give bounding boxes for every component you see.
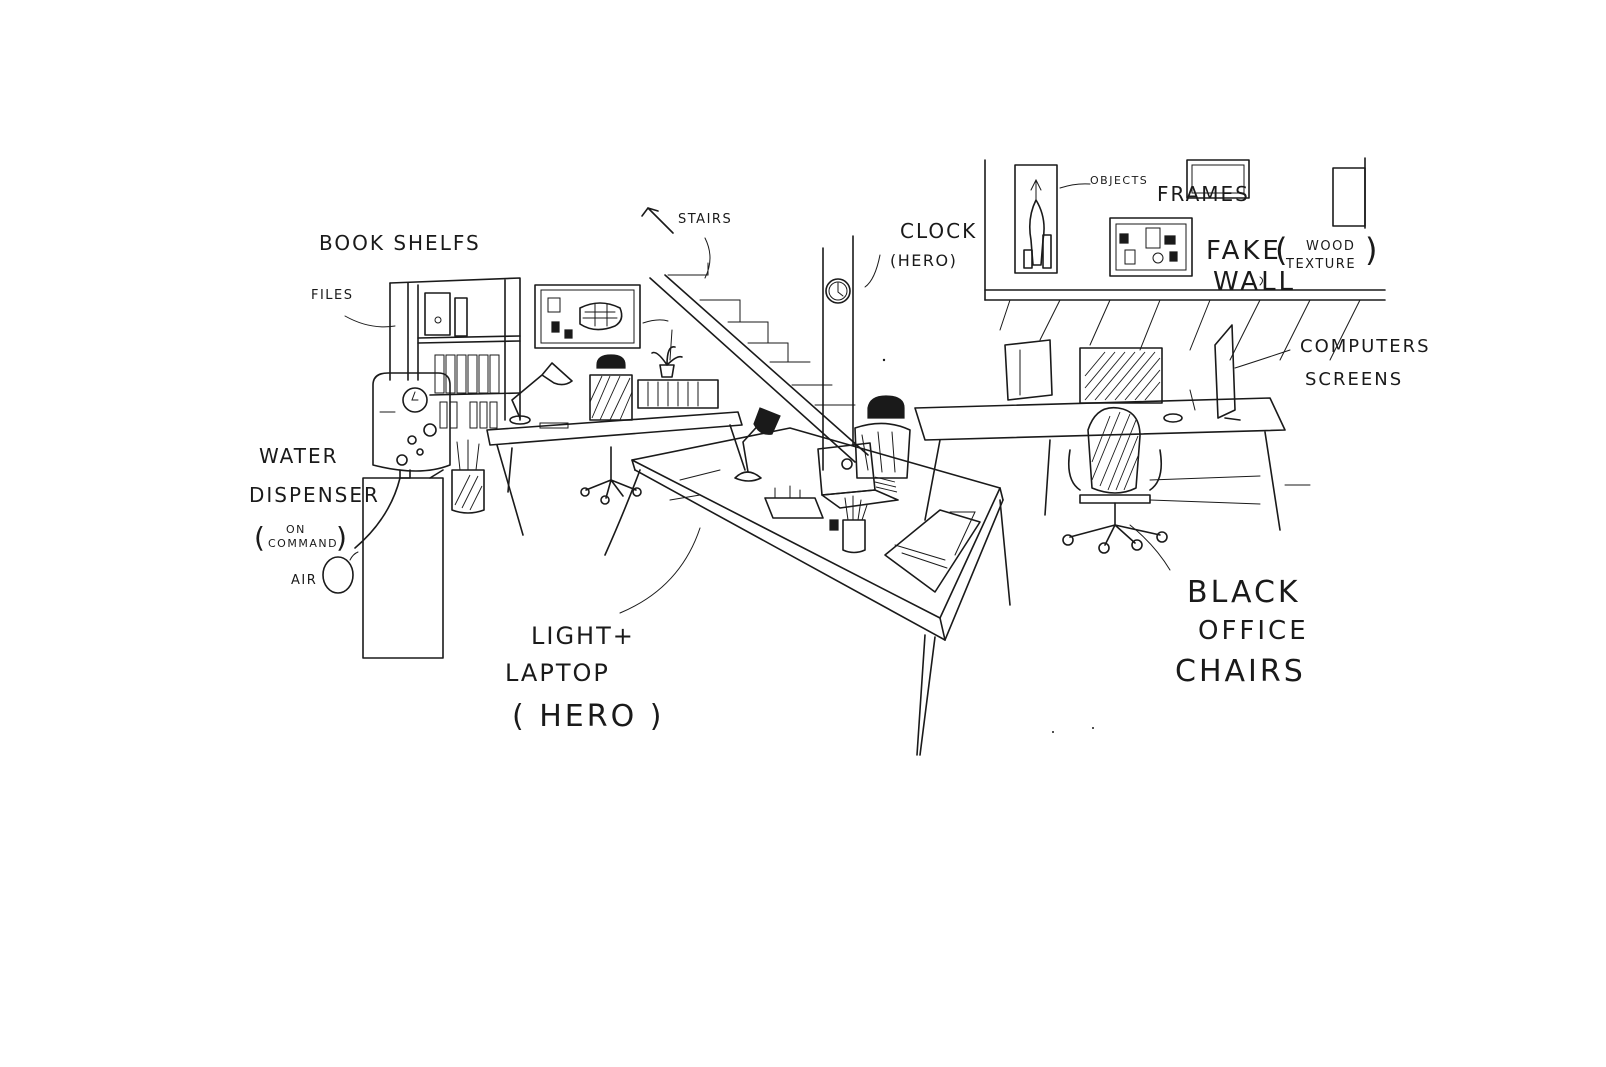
leader-lines xyxy=(620,277,1290,733)
wood-texture-paren-close: ) xyxy=(1365,231,1381,269)
stairs-label: Stairs xyxy=(678,212,733,227)
black-office-chair-back xyxy=(581,355,641,504)
fake-wall-label-2: Wall xyxy=(1213,267,1297,297)
black-label: Black xyxy=(1187,575,1301,610)
objects-label: Objects xyxy=(1090,174,1149,187)
files-label: Files xyxy=(311,288,354,303)
objects-niche xyxy=(1015,165,1090,273)
water-label: Water xyxy=(259,444,339,468)
black-office-chair-right xyxy=(1063,408,1167,553)
light-laptop-label: Light+ xyxy=(531,622,635,650)
on-command-paren-close: ) xyxy=(336,521,350,554)
computers-label: Computers xyxy=(1300,336,1431,357)
frames xyxy=(1110,160,1249,276)
screens-label: Screens xyxy=(1305,369,1404,390)
clock-label: Clock xyxy=(900,219,978,243)
on-label: On xyxy=(286,523,306,536)
book-shelves xyxy=(345,278,520,428)
laptop-label: Laptop xyxy=(505,659,610,687)
book-shelves-label: Book shelfs xyxy=(319,231,481,255)
chairs-label: Chairs xyxy=(1175,654,1306,689)
back-desk xyxy=(487,347,745,535)
on-command-paren-open: ( xyxy=(254,521,268,554)
frames-label: Frames xyxy=(1157,182,1250,206)
clock-hero-label: (Hero) xyxy=(890,251,958,270)
office-label: Office xyxy=(1198,616,1309,646)
fake-wall-label: Fake xyxy=(1206,236,1282,266)
back-corkboard xyxy=(535,285,672,360)
air-label: Air xyxy=(291,573,318,588)
water-dispenser xyxy=(323,373,484,658)
command-label: Command xyxy=(268,537,339,550)
main-desk xyxy=(605,408,1010,755)
back-right-desk xyxy=(915,325,1310,530)
wood-texture-paren-open: ( xyxy=(1275,231,1291,269)
column xyxy=(823,236,886,470)
stairs xyxy=(642,208,868,462)
fake-wall xyxy=(985,158,1385,360)
dispenser-label: Dispenser xyxy=(249,483,380,507)
texture-label: Texture xyxy=(1286,257,1357,272)
wood-label: Wood xyxy=(1306,239,1356,254)
black-office-chair-middle xyxy=(855,396,910,478)
hero-label: ( Hero ) xyxy=(512,699,665,734)
